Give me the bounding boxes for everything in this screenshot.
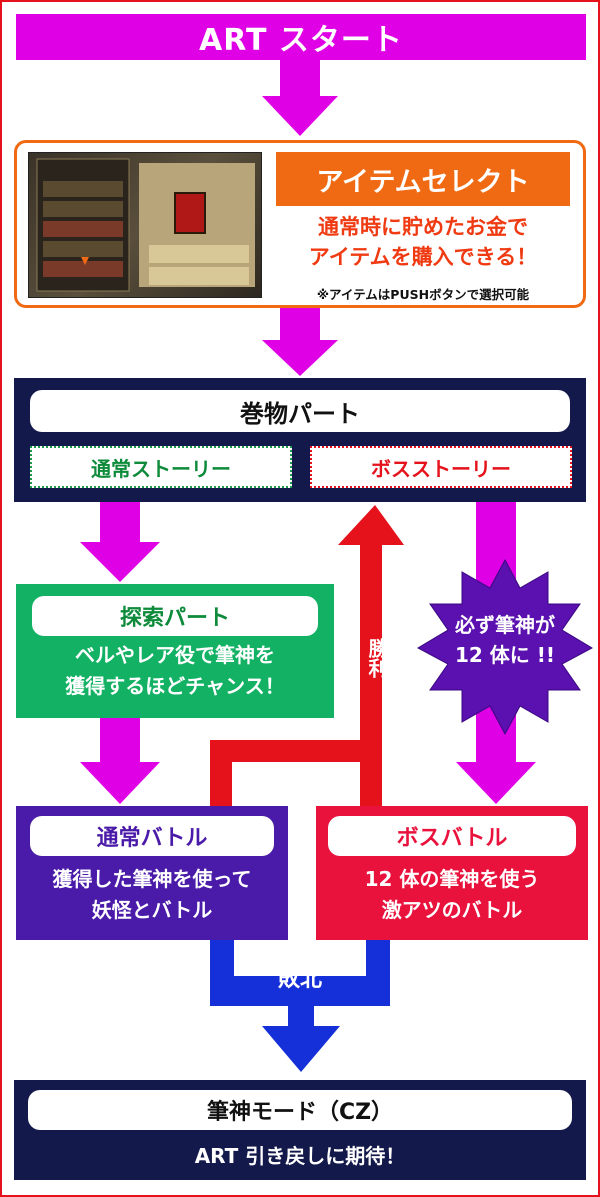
burst-text: 必ず筆神が 12 体に !! xyxy=(420,610,590,670)
burst-badge xyxy=(416,558,594,736)
defeat-path xyxy=(210,940,390,1072)
scroll-part-title: 巻物パート xyxy=(240,399,360,428)
screenshot-image xyxy=(36,158,255,292)
normal-battle-desc-line1: 獲得した筆神を使って xyxy=(52,867,252,891)
explore-desc-line1: ベルやレア役で筆神を xyxy=(75,643,275,667)
burst-line1: 必ず筆神が xyxy=(455,613,555,637)
boss-battle-desc-line2: 激アツのバトル xyxy=(381,898,523,922)
arrow-explore-to-battle xyxy=(80,718,160,804)
victory-text: 勝利 xyxy=(365,638,389,678)
normal-story-label: 通常ストーリー xyxy=(91,456,231,481)
boss-battle-title-box: ボスバトル xyxy=(328,816,576,856)
arrow-art-to-item xyxy=(262,60,338,136)
item-desc-line1: 通常時に貯めたお金で xyxy=(318,215,528,239)
explore-part-title-box: 探索パート xyxy=(32,596,318,636)
boss-battle-description: 12 体の筆神を使う 激アツのバトル xyxy=(316,864,588,926)
normal-story-box: 通常ストーリー xyxy=(30,446,292,488)
scroll-part-title-box: 巻物パート xyxy=(30,390,570,432)
boss-battle-title: ボスバトル xyxy=(396,826,508,851)
victory-path xyxy=(210,505,404,806)
item-select-screenshot xyxy=(28,152,262,298)
boss-story-label: ボスストーリー xyxy=(371,456,511,481)
defeat-label: 敗北 xyxy=(262,962,338,992)
boss-story-box: ボスストーリー xyxy=(310,446,572,488)
item-select-title: アイテムセレクト xyxy=(316,166,530,198)
fude-mode-title-box: 筆神モード（CZ） xyxy=(28,1090,572,1130)
fude-mode-desc-text: ART 引き戻しに期待！ xyxy=(194,1143,406,1168)
normal-battle-title: 通常バトル xyxy=(96,826,208,851)
normal-battle-description: 獲得した筆神を使って 妖怪とバトル xyxy=(16,864,288,926)
victory-label: 勝利 xyxy=(358,638,396,684)
defeat-text: 敗北 xyxy=(277,967,322,992)
fude-mode-title: 筆神モード（CZ） xyxy=(206,1100,394,1125)
explore-part-title: 探索パート xyxy=(119,606,230,631)
item-desc-line2: アイテムを購入できる！ xyxy=(308,245,538,269)
explore-part-description: ベルやレア役で筆神を 獲得するほどチャンス！ xyxy=(16,640,334,702)
art-start-banner: ART スタート xyxy=(16,14,586,60)
normal-battle-title-box: 通常バトル xyxy=(30,816,274,856)
item-select-note: ※アイテムはPUSHボタンで選択可能 xyxy=(316,287,530,302)
explore-desc-line2: 獲得するほどチャンス！ xyxy=(65,674,285,698)
arrow-story-to-explore xyxy=(80,502,160,582)
art-start-label: ART スタート xyxy=(199,23,403,58)
arrow-item-to-scroll xyxy=(262,308,338,376)
burst-line2: 12 体に !! xyxy=(455,643,555,667)
item-select-title-box: アイテムセレクト xyxy=(276,152,570,206)
normal-battle-desc-line2: 妖怪とバトル xyxy=(91,898,213,922)
item-select-description: 通常時に貯めたお金で アイテムを購入できる！ xyxy=(276,212,570,272)
fude-mode-description: ART 引き戻しに期待！ xyxy=(14,1136,586,1172)
boss-battle-desc-line1: 12 体の筆神を使う xyxy=(364,867,540,891)
